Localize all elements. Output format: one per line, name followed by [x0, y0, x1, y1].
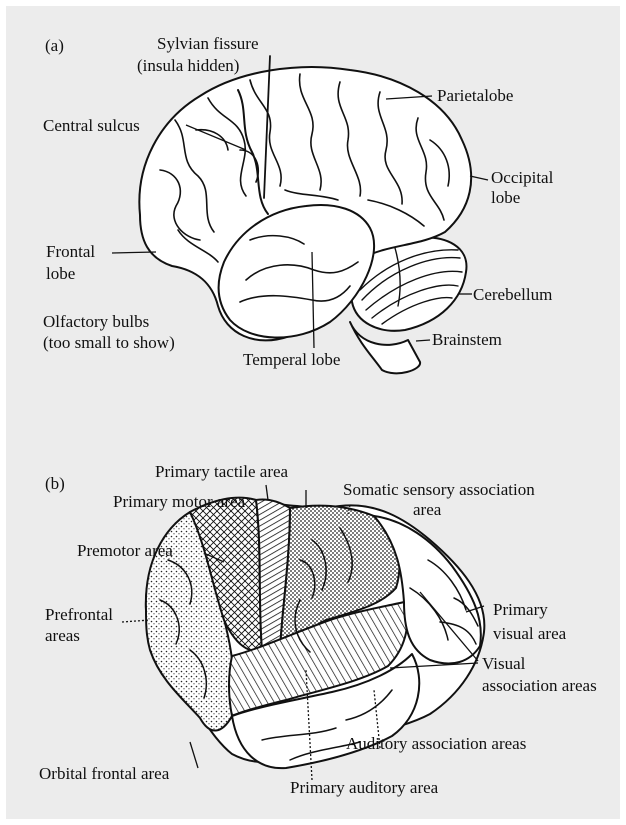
label-brainstem: Brainstem: [432, 330, 502, 350]
panel-b-tag: (b): [45, 474, 65, 494]
label-insula-hidden: (insula hidden): [137, 56, 239, 76]
label-occipital-lobe-1: Occipital: [491, 168, 553, 188]
label-temporal-lobe: Temperal lobe: [243, 350, 340, 370]
label-occipital-lobe-2: lobe: [491, 188, 520, 208]
label-parietal-lobe: Parietalobe: [437, 86, 513, 106]
label-frontal-lobe-1: Frontal: [46, 242, 95, 262]
label-premotor-area: Premotor area: [77, 541, 173, 561]
label-visual-association-1: Visual: [482, 654, 525, 674]
label-cerebellum: Cerebellum: [473, 285, 552, 305]
panel-b-brain: [146, 498, 484, 769]
label-somatic-sensory-1: Somatic sensory association: [343, 480, 535, 500]
label-prefrontal-2: areas: [45, 626, 80, 646]
panel-a-brain: [139, 56, 471, 373]
label-primary-visual-2: visual area: [493, 624, 566, 644]
label-visual-association-2: association areas: [482, 676, 597, 696]
label-prefrontal-1: Prefrontal: [45, 605, 113, 625]
label-primary-motor-area: Primary motor area: [113, 492, 245, 512]
label-olfactory-bulbs-2: (too small to show): [43, 333, 175, 353]
label-primary-visual-1: Primary: [493, 600, 548, 620]
label-central-sulcus: Central sulcus: [43, 116, 140, 136]
label-primary-tactile-area: Primary tactile area: [155, 462, 288, 482]
label-sylvian-fissure: Sylvian fissure: [157, 34, 259, 54]
label-frontal-lobe-2: lobe: [46, 264, 75, 284]
label-primary-auditory-area: Primary auditory area: [290, 778, 438, 798]
label-olfactory-bulbs-1: Olfactory bulbs: [43, 312, 149, 332]
panel-a-tag: (a): [45, 36, 64, 56]
label-somatic-sensory-2: area: [413, 500, 441, 520]
label-auditory-association: Auditory association areas: [346, 734, 526, 754]
label-orbital-frontal-area: Orbital frontal area: [39, 764, 169, 784]
